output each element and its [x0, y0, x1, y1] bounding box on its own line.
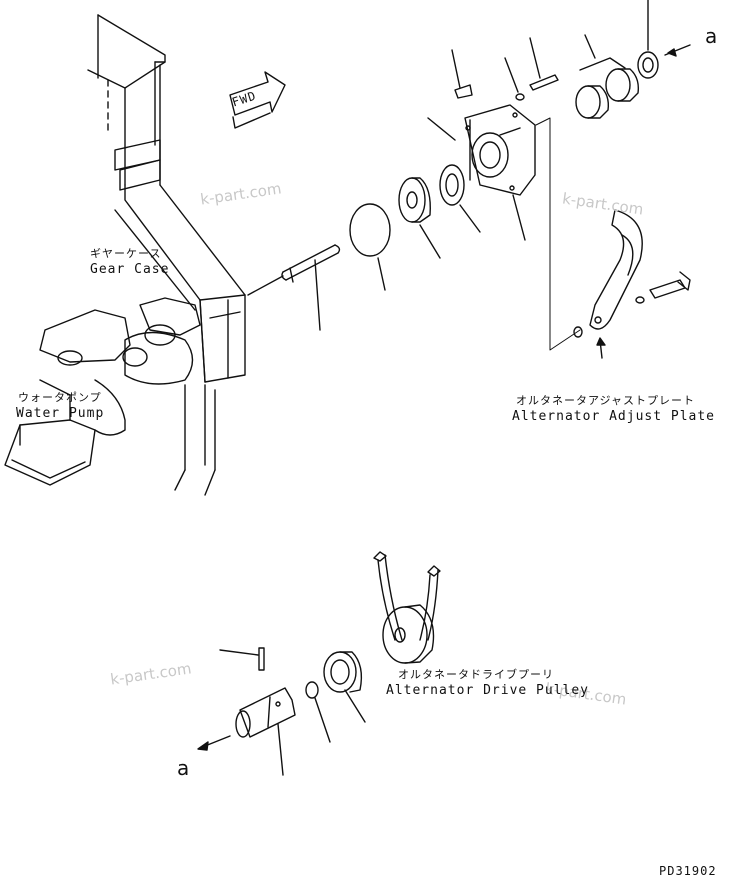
- fwd-arrow-icon: [230, 72, 285, 128]
- fasteners-top: [428, 38, 558, 140]
- drive-shaft: [248, 245, 339, 330]
- drawing-number: PD31902: [659, 864, 717, 878]
- bushings: [576, 0, 690, 118]
- drive-pulley-label-jp: オルタネータドライブプーリ: [398, 668, 554, 681]
- gear-case-label-en: Gear Case: [90, 262, 170, 277]
- o-ring: [350, 204, 390, 256]
- gear-case-label-jp: ギヤーケース: [90, 247, 162, 260]
- adjust-plate-label-jp: オルタネータアジャストプレート: [516, 394, 696, 407]
- callout-a-top: a: [705, 24, 718, 48]
- adjust-plate-label-en: Alternator Adjust Plate: [512, 409, 716, 424]
- pulley-bearing: [324, 652, 365, 722]
- drive-pulley: [374, 552, 440, 663]
- lock-washer: [440, 165, 480, 232]
- bracket-housing: [465, 105, 580, 350]
- bearing-nut: [399, 178, 440, 258]
- key-pin: [220, 648, 264, 670]
- water-pump-label-en: Water Pump: [16, 406, 105, 421]
- pulley-shaft: [236, 688, 295, 775]
- water-pump: [5, 298, 200, 485]
- water-pump-label-jp: ウォータポンプ: [18, 391, 102, 404]
- ball: [306, 682, 330, 742]
- callout-a-bottom: a: [177, 756, 190, 780]
- bottom-arrow: [198, 736, 230, 750]
- gear-case: [88, 15, 245, 495]
- adjust-plate: [574, 210, 690, 358]
- drive-pulley-label-en: Alternator Drive Pulley: [386, 683, 590, 698]
